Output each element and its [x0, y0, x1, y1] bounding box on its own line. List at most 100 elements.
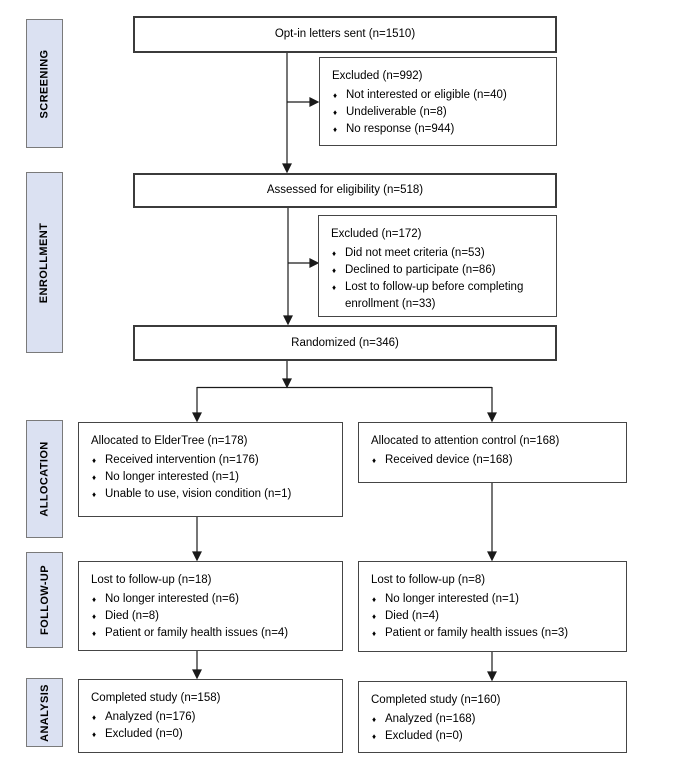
bullet-text: No longer interested (n=1) [385, 593, 519, 605]
bullet-item: ♦ Declined to participate (n=86) [331, 262, 544, 279]
diamond-bullet-icon: ♦ [372, 456, 377, 465]
bullet-text: Declined to participate (n=86) [345, 264, 496, 276]
bullet-text: Unable to use, vision condition (n=1) [105, 488, 292, 500]
stage-label-analysis: ANALYSIS [26, 678, 63, 747]
box-excluded-screening: Excluded (n=992) ♦ Not interested or eli… [319, 57, 557, 146]
box-followup-eldertree-title: Lost to follow-up (n=18) [91, 574, 212, 586]
diamond-bullet-icon: ♦ [92, 456, 97, 465]
diamond-bullet-icon: ♦ [333, 125, 338, 134]
bullet-item: ♦ Excluded (n=0) [91, 726, 330, 743]
arrowhead-control-to-followup [487, 551, 497, 562]
bullet-item: ♦ Analyzed (n=168) [371, 711, 614, 728]
bullet-text: Not interested or eligible (n=40) [346, 89, 507, 101]
bullet-item: ♦ Undeliverable (n=8) [332, 104, 544, 121]
bullet-text: Did not meet criteria (n=53) [345, 247, 485, 259]
arrowhead-eldertree-to-followup [192, 551, 202, 562]
stage-label-allocation: ALLOCATION [26, 420, 63, 538]
box-randomized: Randomized (n=346) [133, 325, 557, 361]
bullet-item: ♦ Received intervention (n=176) [91, 452, 330, 469]
stage-label-screening: SCREENING [26, 19, 63, 148]
diamond-bullet-icon: ♦ [92, 730, 97, 739]
bullet-text: Excluded (n=0) [385, 730, 463, 742]
diamond-bullet-icon: ♦ [372, 612, 377, 621]
diamond-bullet-icon: ♦ [332, 266, 337, 275]
box-excluded-enrollment: Excluded (n=172) ♦ Did not meet criteria… [318, 215, 557, 317]
diamond-bullet-icon: ♦ [333, 108, 338, 117]
bullet-item: ♦ Lost to follow-up before completing en… [331, 279, 544, 313]
bullet-item: ♦ No longer interested (n=1) [371, 591, 614, 608]
arrowhead-split-to-control [487, 412, 497, 423]
bullet-text: Lost to follow-up before completing enro… [345, 281, 524, 310]
stage-label-screening-text: SCREENING [38, 49, 51, 118]
box-followup-control-title: Lost to follow-up (n=8) [371, 574, 486, 586]
bullet-item: ♦ Unable to use, vision condition (n=1) [91, 486, 330, 503]
bullet-item: ♦ Patient or family health issues (n=4) [91, 625, 330, 642]
arrowhead-control-to-analysis [487, 671, 497, 682]
bullet-text: Died (n=8) [105, 610, 160, 622]
box-analysis-control: Completed study (n=160) ♦ Analyzed (n=16… [358, 681, 627, 753]
stage-label-followup: FOLLOW-UP [26, 552, 63, 648]
bullet-text: Undeliverable (n=8) [346, 106, 447, 118]
arrowhead-eldertree-to-analysis [192, 669, 202, 680]
arrowhead-to-excluded-screening [309, 97, 320, 107]
bullet-text: No response (n=944) [346, 123, 455, 135]
bullet-item: ♦ Died (n=8) [91, 608, 330, 625]
bullet-text: No longer interested (n=1) [105, 471, 239, 483]
bullet-item: ♦ Did not meet criteria (n=53) [331, 245, 544, 262]
bullet-text: Analyzed (n=176) [105, 711, 196, 723]
diamond-bullet-icon: ♦ [92, 713, 97, 722]
arrowhead-optin-to-assessed [282, 163, 292, 174]
diamond-bullet-icon: ♦ [92, 473, 97, 482]
stage-label-allocation-text: ALLOCATION [38, 441, 51, 517]
bullet-text: Excluded (n=0) [105, 728, 183, 740]
bullet-item: ♦ Excluded (n=0) [371, 728, 614, 745]
bullet-text: No longer interested (n=6) [105, 593, 239, 605]
arrowhead-split-to-eldertree [192, 412, 202, 423]
arrowhead-assessed-to-randomized [283, 315, 293, 326]
box-analysis-eldertree: Completed study (n=158) ♦ Analyzed (n=17… [78, 679, 343, 753]
stage-label-enrollment: ENROLLMENT [26, 172, 63, 353]
stage-label-followup-text: FOLLOW-UP [38, 565, 51, 635]
stage-label-analysis-text: ANALYSIS [38, 683, 51, 742]
box-optin-letters-title: Opt-in letters sent (n=1510) [274, 28, 416, 40]
bullet-item: ♦ No longer interested (n=1) [91, 469, 330, 486]
diamond-bullet-icon: ♦ [92, 612, 97, 621]
box-optin-letters: Opt-in letters sent (n=1510) [133, 16, 557, 53]
diamond-bullet-icon: ♦ [372, 732, 377, 741]
bullet-item: ♦ No longer interested (n=6) [91, 591, 330, 608]
box-allocated-control-title: Allocated to attention control (n=168) [371, 435, 560, 447]
bullet-text: Received intervention (n=176) [105, 454, 259, 466]
bullet-text: Analyzed (n=168) [385, 713, 476, 725]
diamond-bullet-icon: ♦ [372, 595, 377, 604]
box-excluded-enrollment-title: Excluded (n=172) [331, 228, 422, 240]
arrowhead-to-excluded-enrollment [309, 258, 320, 268]
diamond-bullet-icon: ♦ [92, 490, 97, 499]
box-allocated-control: Allocated to attention control (n=168) ♦… [358, 422, 627, 483]
bullet-item: ♦ No response (n=944) [332, 121, 544, 138]
diamond-bullet-icon: ♦ [372, 629, 377, 638]
box-assessed-eligibility: Assessed for eligibility (n=518) [133, 173, 557, 208]
box-analysis-control-title: Completed study (n=160) [371, 694, 501, 706]
box-excluded-screening-title: Excluded (n=992) [332, 70, 423, 82]
bullet-text: Died (n=4) [385, 610, 440, 622]
bullet-item: ♦ Patient or family health issues (n=3) [371, 625, 614, 642]
bullet-text: Patient or family health issues (n=4) [105, 627, 289, 639]
diamond-bullet-icon: ♦ [92, 629, 97, 638]
box-analysis-eldertree-title: Completed study (n=158) [91, 692, 221, 704]
box-allocated-eldertree-title: Allocated to ElderTree (n=178) [91, 435, 248, 447]
box-randomized-title: Randomized (n=346) [291, 336, 399, 349]
bullet-text: Received device (n=168) [385, 454, 513, 466]
arrowhead-randomized-to-split [282, 378, 292, 389]
bullet-item: ♦ Received device (n=168) [371, 452, 614, 469]
box-allocated-eldertree: Allocated to ElderTree (n=178) ♦ Receive… [78, 422, 343, 517]
diamond-bullet-icon: ♦ [332, 283, 337, 292]
diamond-bullet-icon: ♦ [92, 595, 97, 604]
bullet-item: ♦ Died (n=4) [371, 608, 614, 625]
box-assessed-eligibility-title: Assessed for eligibility (n=518) [266, 184, 424, 196]
diamond-bullet-icon: ♦ [333, 91, 338, 100]
stage-label-enrollment-text: ENROLLMENT [38, 222, 51, 303]
bullet-item: ♦ Analyzed (n=176) [91, 709, 330, 726]
diamond-bullet-icon: ♦ [372, 715, 377, 724]
